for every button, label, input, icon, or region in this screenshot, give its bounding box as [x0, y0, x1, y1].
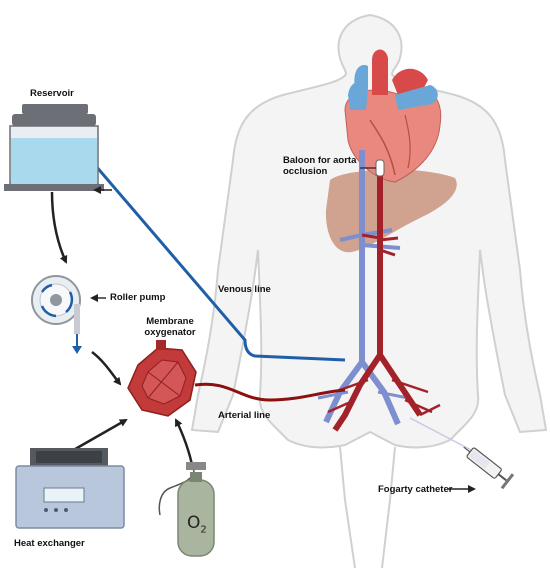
label-balloon-line1: Baloon for aorta — [283, 155, 357, 166]
o2-subscript: 2 — [200, 524, 207, 536]
flow-arrow-pump-oxygenator — [91, 351, 122, 386]
heart — [344, 49, 442, 183]
label-balloon-line2: occlusion — [283, 166, 328, 177]
syringe-icon — [463, 446, 515, 490]
membrane-oxygenator-icon — [127, 340, 197, 417]
label-o2: O2 — [187, 513, 207, 535]
aorta — [327, 165, 441, 432]
o2-cylinder-icon — [158, 462, 215, 557]
arterial-line — [194, 382, 346, 402]
fogarty-wire — [409, 417, 476, 453]
o2-symbol: O — [187, 513, 201, 533]
venous-line — [83, 153, 346, 362]
reservoir-icon — [4, 104, 104, 191]
label-membrane-oxygenator-line2: oxygenator — [144, 327, 196, 338]
label-venous-line: Venous line — [218, 284, 271, 295]
heat-exchanger-icon — [15, 448, 125, 529]
flow-arrow-heat-exchanger — [69, 418, 128, 454]
label-membrane-oxygenator-line1: Membrane — [146, 316, 194, 327]
aortic-balloon — [375, 159, 385, 177]
label-heat-exchanger: Heat exchanger — [14, 538, 85, 549]
roller-pump-icon — [31, 275, 82, 354]
label-arterial-line: Arterial line — [218, 410, 271, 421]
label-reservoir: Reservoir — [30, 88, 74, 99]
label-roller-pump: Roller pump — [110, 292, 166, 303]
label-fogarty-catheter: Fogarty catheter — [378, 484, 453, 495]
flow-arrow-reservoir-pump — [50, 191, 68, 264]
liver — [325, 169, 457, 253]
